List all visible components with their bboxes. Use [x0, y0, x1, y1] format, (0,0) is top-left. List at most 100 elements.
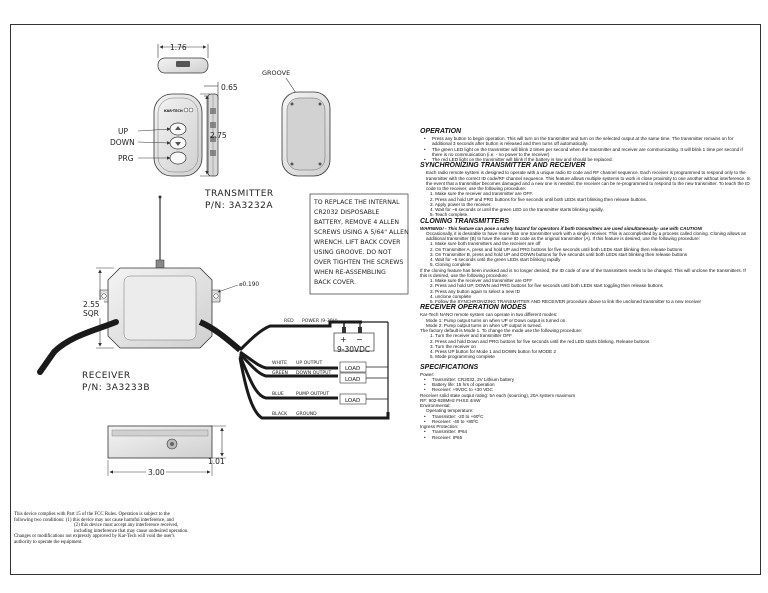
hole-dim: ⌀0.190 [239, 282, 259, 288]
spec-temp-label: Operating temperature: [426, 408, 474, 414]
sync-step: 3. Apply power to the receiver. [430, 201, 492, 207]
power-wire-label: POWER (9-30V) [302, 318, 338, 324]
specs-heading: SPECIFICATIONS [420, 363, 479, 371]
modes-heading: RECEIVER OPERATION MODES [420, 304, 527, 312]
spec-output-rating: Receiver solid state output rating: 5A e… [420, 392, 576, 398]
minus-sign: − [356, 335, 363, 344]
dim-receiver-sqr: 2.55 [83, 300, 100, 309]
fcc-line: including interference that may cause un… [74, 528, 189, 534]
unclone-intro: If the cloning feature has been invoked … [420, 267, 746, 278]
pump-output-label: PUMP OUTPUT [296, 391, 329, 397]
fcc-line: authority to operate the equipment. [14, 539, 83, 545]
battery-note-line: TO REPLACE THE INTERNAL [313, 199, 400, 206]
prg-label: PRG [118, 154, 134, 163]
transmitter-side-view: 0.65 [204, 82, 238, 177]
load-label: LOAD [345, 366, 360, 372]
battery-note-line: BATTERY, REMOVE 4 ALLEN [314, 219, 399, 226]
fcc-line: following two conditions: (1) this devic… [14, 517, 174, 523]
unclone-step: 4. unclone complete [430, 293, 472, 299]
cloning-heading: CLONING TRANSMITTERS [420, 217, 510, 225]
blue-wire-label: BLUE [272, 391, 284, 397]
modes-step: 4. Press UP button for Mode 1 and DOWN b… [430, 349, 557, 354]
battery-note-line: WHEN RE-ASSEMBLING [314, 269, 386, 276]
fcc-line: (2) this device must accept any interfer… [74, 523, 179, 529]
dim-receiver-width: 3.00 [148, 468, 165, 477]
receiver-top-view: ⌀0.190 2.55 SQR [37, 195, 259, 375]
spec-ingress-label: Ingress Protection: [420, 424, 459, 429]
cloning-step: 3. On Transmitter B, press and hold UP a… [430, 251, 688, 257]
modes-step: 1. Turn the receiver and transmitter OFF [430, 333, 512, 339]
cloning-step: 5. Cloning complete [430, 262, 471, 268]
modes-default: The factory default is Mode 1. To change… [420, 328, 583, 333]
drawing-sheet [10, 24, 761, 575]
black-wire-label: BLACK [272, 411, 288, 417]
battery-note-line: SCREWS USING A 5/64" ALLEN [314, 229, 409, 236]
cloning-intro: Occasionally, it is desirable to have mo… [426, 230, 747, 241]
specs-power-label: Power: [420, 371, 435, 377]
load-label: LOAD [345, 377, 360, 383]
spec-item: Transmitter: IP64 [420, 429, 754, 435]
dim-top-width: 1.76 [170, 43, 187, 52]
instructions-panel: OPERATION Press any button to begin oper… [420, 128, 754, 440]
battery-note-line: BACK COVER. [314, 279, 356, 286]
mode-line: Mode 2: Pump output turns on when UP out… [426, 322, 542, 328]
battery-note-line: CR2032 DISPOSABLE [314, 209, 379, 216]
load-label: LOAD [345, 398, 360, 404]
modes-step: 5. Mode programming complete [430, 354, 495, 360]
transmitter-front-view: KAR-TECH UP DOWN PRG 2.75 [110, 93, 227, 177]
green-wire-label: GREEN [272, 370, 288, 376]
operation-heading: OPERATION [420, 128, 462, 135]
plus-sign: + [340, 335, 347, 344]
battery-note-box: TO REPLACE THE INTERNAL CR2032 DISPOSABL… [309, 193, 409, 295]
transmitter-back-view: GROOVE [262, 69, 331, 177]
operation-bullet: The red LED light on the transmitter wil… [420, 157, 754, 163]
red-wire-label: RED [284, 318, 294, 324]
fcc-statement: This device complies with Part 15 of the… [14, 512, 254, 546]
up-output-label: UP OUTPUT [296, 360, 323, 366]
spec-item: Receiver: +9VDC to +30 VDC [420, 387, 754, 393]
sync-intro: Each radio remote system is designed to … [426, 170, 751, 191]
sync-step: 2. Press and hold UP and PRG buttons for… [430, 196, 647, 202]
specs-power-list: Transmitter: CR2032, 3V Lithium battery … [420, 377, 754, 393]
spec-item: Transmitter: CR2032, 3V Lithium battery [420, 377, 754, 383]
mode-line: Mode 1: Pump output turns on when UP or … [426, 317, 567, 323]
sync-step: 5. Teach complete. [430, 212, 469, 218]
dim-transmitter-height: 2.75 [210, 131, 227, 140]
dim-receiver-sqr-unit: SQR [83, 309, 99, 318]
unclone-step: 2. Press and hold UP, DOWN and PRG butto… [430, 283, 663, 289]
transmitter-part-number: P/N: 3A3232A [205, 201, 273, 211]
unclone-step: 1. Make sure the receiver and transmitte… [430, 278, 533, 283]
specs-ingress-list: Transmitter: IP64 Receiver: IP65 [420, 429, 754, 440]
power-source-label: 9-30VDC [337, 345, 370, 354]
sync-heading: SYNCHRONIZING TRANSMITTER AND RECEIVER [420, 162, 586, 170]
battery-note-line: OVER TIGHTEN THE SCREWS [314, 259, 403, 266]
power-source-box [333, 332, 375, 352]
wiring-diagram: RED POWER (9-30V) + − 9-30VDC WHITE UP O… [238, 318, 390, 420]
spec-item: Battery life: 15 hrs of operation [420, 382, 754, 388]
operation-list: Press any button to begin operation. Thi… [420, 136, 754, 163]
modes-intro: Kar-Tech NANO remote system can operate … [420, 312, 558, 318]
cloning-warning: WARNING! - This feature can pose a safet… [420, 225, 703, 231]
transmitter-title: TRANSMITTER [204, 189, 274, 199]
sync-step: 1. Make sure the receiver and transmitte… [430, 191, 533, 197]
modes-step: 3. Turn the receiver on [430, 343, 476, 349]
unclone-step: 3. Press any button again to select a ne… [430, 288, 520, 294]
battery-note-line: WRENCH. LIFT BACK COVER [314, 239, 401, 246]
sync-step: 4. Wait for ~6 seconds or until the gree… [430, 207, 604, 212]
down-output-label: DOWN OUTPUT [296, 370, 332, 376]
cloning-step: 2. On Transmitter A, press and hold UP a… [430, 246, 683, 252]
specs-temp-list: Transmitter: -20 to +60ºC Receiver: -40 … [420, 414, 754, 425]
receiver-part-number: P/N: 3A3233B [82, 383, 150, 393]
receiver-title: RECEIVER [82, 371, 131, 381]
modes-step: 2. Press and hold Down and PRG buttons f… [430, 338, 650, 344]
spec-item: Receiver: IP65 [420, 435, 754, 441]
dim-receiver-height: 1.01 [208, 457, 225, 466]
spec-item: Receiver: -40 to +85ºC [420, 419, 754, 425]
cloning-step: 1. Make sure both transmitters and the r… [430, 241, 541, 247]
battery-note-line: USING GROOVE. DO NOT [314, 249, 392, 256]
prg-button [169, 151, 187, 165]
receiver-side-view: 1.01 3.00 [107, 425, 226, 477]
white-wire-label: WHITE [272, 360, 287, 366]
fcc-line: This device complies with Part 15 of the… [14, 512, 170, 517]
